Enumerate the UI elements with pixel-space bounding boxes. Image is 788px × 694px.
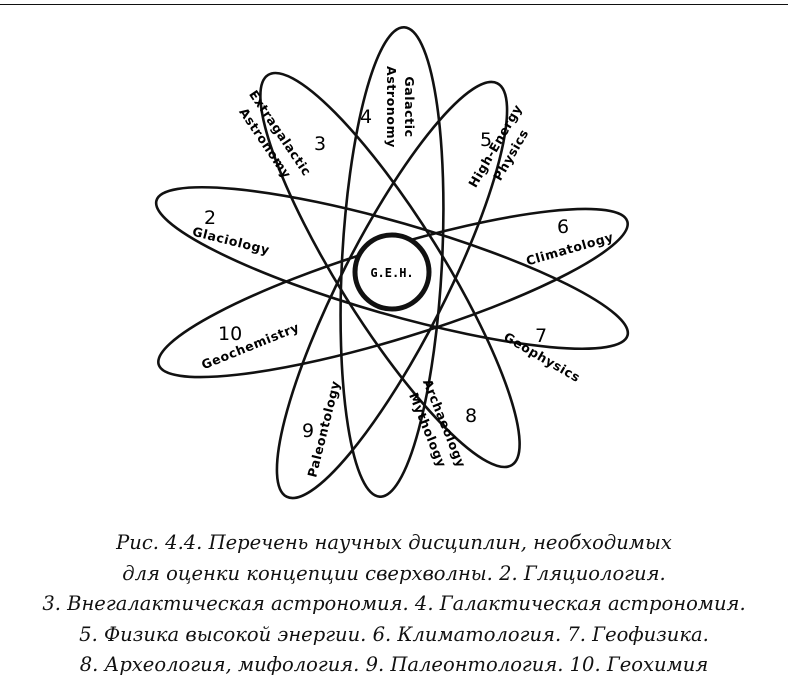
petal-number-climatology: 6 — [557, 216, 569, 238]
disciplines-diagram: G.E.H. 2 3 4 5 6 7 8 9 10 Glaciology Ext… — [154, 26, 630, 500]
caption-line-4: 5. Физика высокой энергии. 6. Климатолог… — [79, 622, 709, 646]
petal-number-glaciology: 2 — [204, 207, 216, 229]
petal-name-climatology: Climatology — [524, 229, 615, 268]
petal-name-galactic-line2: Astronomy — [384, 66, 399, 148]
petal-number-geophysics: 7 — [535, 325, 547, 347]
petal-number-high-energy: 5 — [480, 129, 492, 151]
caption-line-5: 8. Археология, мифология. 9. Палеонтолог… — [79, 653, 709, 676]
petal-name-glaciology: Glaciology — [191, 224, 272, 258]
petal-outline-high-energy — [275, 80, 509, 500]
caption-line-2: для оценки концепции сверхволны. 2. Гляц… — [122, 561, 666, 585]
center-hub — [352, 232, 432, 312]
petal-outline-glaciology — [154, 185, 630, 351]
petal-outlines — [154, 26, 630, 500]
caption-line-3: 3. Внегалактическая астрономия. 4. Галак… — [42, 592, 746, 615]
petal-name-galactic-line1: Galactic — [402, 76, 417, 137]
petal-number-geochemistry: 10 — [218, 323, 242, 345]
figure-caption: Рис. 4.4. Перечень научных дисциплин, не… — [0, 528, 788, 681]
petal-number-paleontology: 9 — [302, 420, 314, 442]
center-hub-label: G.E.H. — [370, 266, 413, 280]
petal-outline-galactic — [339, 26, 445, 498]
petal-name-geochemistry: Geochemistry — [199, 319, 301, 372]
petal-number-galactic: 4 — [360, 106, 372, 128]
petal-numbers: 2 3 4 5 6 7 8 9 10 — [204, 106, 569, 442]
caption-line-1: Рис. 4.4. Перечень научных дисциплин, не… — [116, 531, 672, 554]
top-rule — [0, 4, 788, 5]
petal-number-extragalactic: 3 — [314, 133, 326, 155]
petal-outline-extragalactic — [259, 71, 521, 469]
petal-number-archaeology: 8 — [465, 405, 477, 427]
